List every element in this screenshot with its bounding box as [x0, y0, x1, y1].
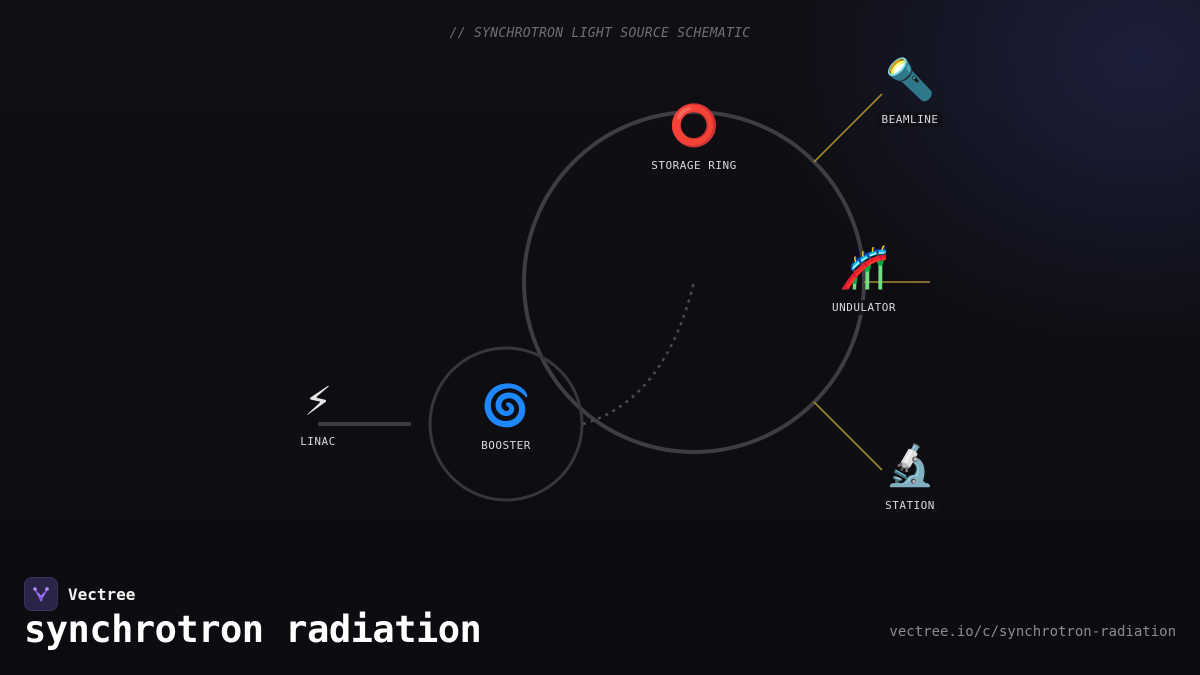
linac-node: ⚡ LINAC — [296, 380, 340, 449]
cyclone-icon: 🌀 — [481, 383, 531, 429]
brand-name: Vectree — [68, 584, 136, 604]
station-node: 🔬 STATION — [881, 444, 939, 513]
flashlight-icon: 🔦 — [885, 57, 935, 103]
booster-ring-circle — [428, 346, 584, 502]
roller-coaster-icon: 🎢 — [839, 245, 889, 291]
brand[interactable]: Vectree — [24, 577, 135, 611]
linac-label: LINAC — [296, 434, 340, 449]
microscope-icon: 🔬 — [885, 443, 935, 489]
beamline-label: BEAMLINE — [877, 112, 943, 127]
beamline-node: 🔦 BEAMLINE — [877, 57, 943, 127]
station-label: STATION — [881, 498, 939, 513]
page-title: synchrotron radiation — [24, 608, 482, 651]
station-connector — [813, 401, 883, 471]
undulator-node: 🎢 UNDULATOR — [827, 245, 901, 315]
storage-ring-label: STORAGE RING — [647, 158, 741, 173]
diagram-caption: // SYNCHROTRON LIGHT SOURCE SCHEMATIC — [449, 26, 751, 41]
beamline-connector — [813, 93, 883, 163]
undulator-label: UNDULATOR — [827, 300, 901, 315]
lightning-icon: ⚡ — [303, 379, 333, 425]
transfer-line — [582, 281, 696, 426]
vectree-logo-icon — [24, 577, 58, 611]
booster-label: BOOSTER — [477, 438, 535, 453]
storage-ring-node: ⭕ STORAGE RING — [647, 103, 741, 173]
page-url[interactable]: vectree.io/c/synchrotron-radiation — [889, 624, 1176, 640]
booster-node: 🌀 BOOSTER — [477, 384, 535, 453]
ring-icon: ⭕ — [669, 103, 719, 149]
